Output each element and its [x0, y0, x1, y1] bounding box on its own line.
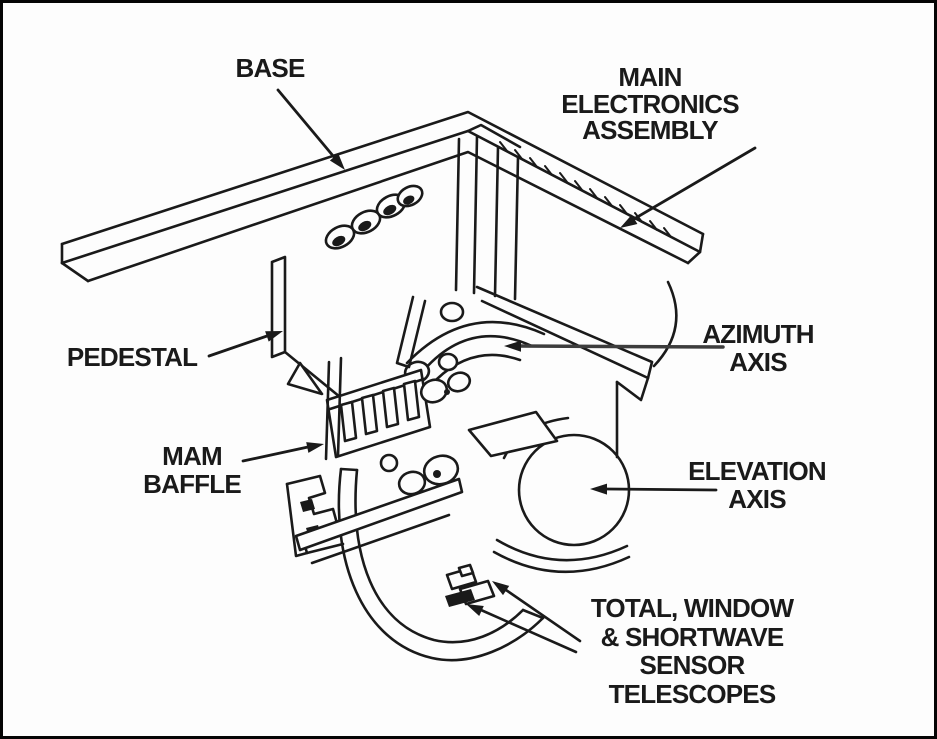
azimuth-column — [454, 123, 522, 301]
telescope-bracket — [445, 563, 496, 607]
label-sensor-telescopes: TOTAL, WINDOW & SHORTWAVE SENSOR TELESCO… — [590, 593, 794, 709]
label-base-text: BASE — [235, 53, 305, 83]
base-plate — [60, 110, 705, 283]
callout-arrow-mam-baffle — [241, 442, 324, 463]
callout-arrow-base — [276, 88, 345, 170]
label-main-electronics-assembly: MAIN ELECTRONICS ASSEMBLY — [561, 62, 739, 145]
elevation-drum — [467, 380, 631, 574]
connector-ports — [324, 184, 424, 250]
callout-arrow-pedestal — [207, 331, 283, 358]
label-mam-baffle: MAM BAFFLE — [143, 441, 242, 499]
pedestal-structure — [270, 255, 374, 399]
mam-baffle-grid — [324, 295, 432, 461]
callout-arrow-azimuth-axis — [504, 340, 725, 352]
lower-shell — [337, 467, 545, 662]
callout-arrow-main-electronics — [620, 146, 757, 228]
label-elevation-axis: ELEVATION AXIS — [688, 456, 827, 514]
callout-arrow-telescopes-upper — [492, 581, 582, 643]
label-pedestal: PEDESTAL — [66, 342, 198, 372]
label-base: BASE — [170, 55, 370, 82]
scan-head — [379, 371, 472, 496]
callout-arrow-telescopes-lower — [466, 604, 578, 654]
callout-arrow-elevation-axis — [590, 483, 718, 495]
electronics-box — [475, 280, 678, 402]
yoke-beams — [294, 477, 464, 565]
label-azimuth-axis: AZIMUTH AXIS — [702, 319, 814, 377]
